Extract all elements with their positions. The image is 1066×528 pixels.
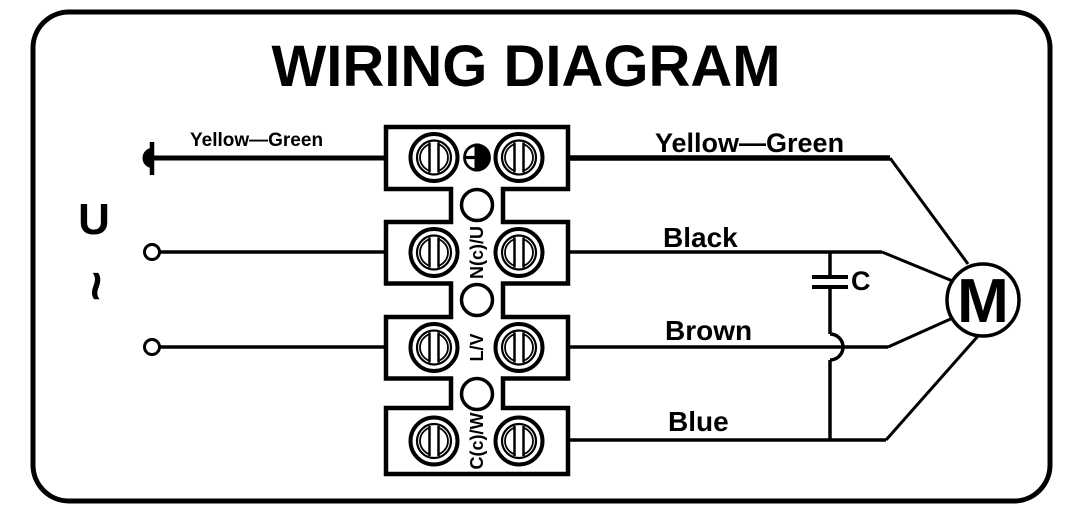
wire-label-blue: Blue bbox=[668, 406, 729, 437]
svg-text:C(c)/W: C(c)/W bbox=[467, 413, 487, 470]
screw-terminal-icon bbox=[493, 132, 545, 183]
terminal-label-ncu: N(c)/U bbox=[467, 226, 487, 279]
capacitor bbox=[812, 252, 848, 440]
earth-terminal-icon bbox=[463, 143, 491, 172]
screw-terminals bbox=[408, 132, 545, 467]
svg-text:N(c)/U: N(c)/U bbox=[467, 226, 487, 279]
terminal-label-lv: L/V bbox=[467, 333, 487, 361]
screw-terminal-icon bbox=[408, 415, 460, 467]
capacitor-label: C bbox=[851, 266, 871, 296]
screw-terminal-icon bbox=[408, 132, 460, 183]
wire-label-brown: Brown bbox=[665, 315, 752, 346]
motor-label: M bbox=[957, 267, 1009, 336]
motor: M bbox=[945, 262, 1021, 338]
input-terminal-live-icon bbox=[143, 243, 161, 261]
motor-circle-icon bbox=[945, 262, 1021, 338]
screw-terminal-icon bbox=[493, 415, 545, 467]
wire-label-earth-left: Yellow—Green bbox=[190, 130, 323, 151]
page-title: WIRING DIAGRAM bbox=[271, 34, 780, 99]
screw-terminal-icon bbox=[408, 322, 460, 373]
ac-symbol: ~ bbox=[67, 271, 125, 301]
mounting-hole-icon bbox=[459, 376, 495, 412]
wire-hop-icon bbox=[829, 332, 845, 362]
svg-text:~: ~ bbox=[67, 271, 125, 301]
wire-label-earth-right: Yellow—Green bbox=[655, 128, 844, 158]
mounting-hole-icon bbox=[459, 282, 495, 318]
input-terminal-neutral-icon bbox=[143, 338, 161, 356]
terminal-label-ccw: C(c)/W bbox=[467, 413, 487, 470]
wire-blue bbox=[568, 335, 980, 442]
wire-earth-right bbox=[568, 155, 970, 265]
screw-terminal-icon bbox=[493, 227, 545, 278]
wire-brown bbox=[568, 315, 956, 349]
earth-pin-icon bbox=[142, 142, 155, 175]
screw-terminal-icon bbox=[493, 322, 545, 373]
svg-text:L/V: L/V bbox=[467, 333, 487, 361]
screw-terminal-icon bbox=[408, 227, 460, 278]
voltage-symbol: U bbox=[78, 195, 110, 244]
wire-label-black: Black bbox=[663, 222, 738, 253]
mounting-hole-icon bbox=[459, 187, 495, 223]
